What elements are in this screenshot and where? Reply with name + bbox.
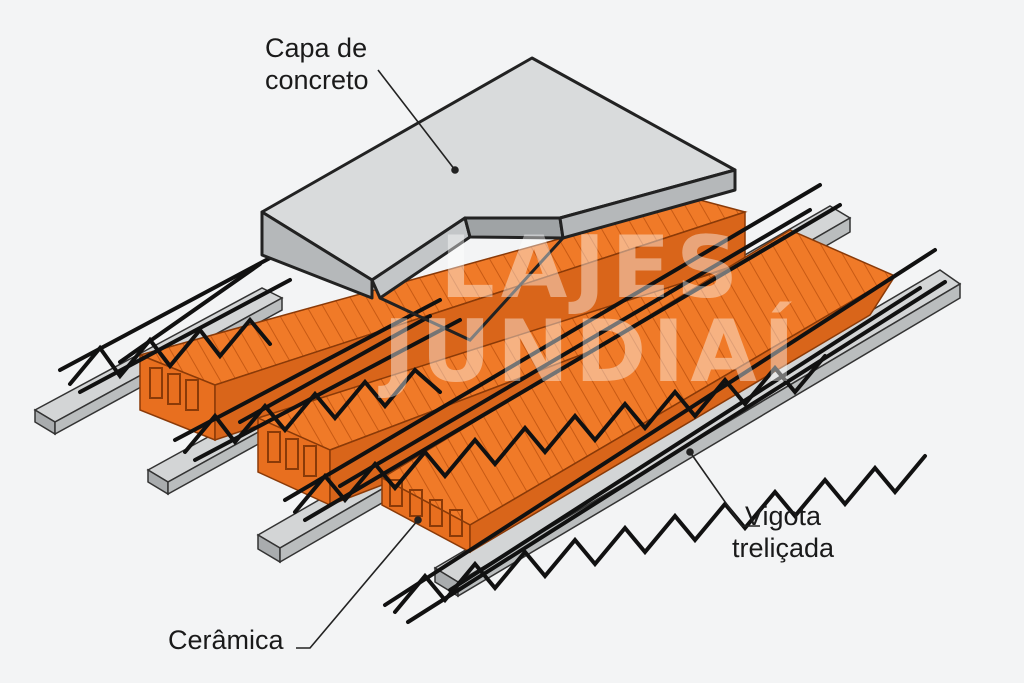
label-ceramica: Cerâmica [168,624,284,656]
leader-lines [296,69,760,649]
concrete-topping-slab [260,56,737,342]
label-ceramica-text: Cerâmica [168,625,284,655]
label-capa-line-2: concreto [265,65,369,95]
truss-3 [283,183,842,522]
leader-ceramica [296,519,419,649]
leader-vigota [689,451,760,527]
label-vigota-trelicada: Vigota treliçada [732,500,834,564]
label-vigota-line-2: treliçada [732,533,835,563]
truss-lattice [58,183,947,624]
truss-1 [58,256,292,394]
label-vigota-line-1: Vigota [744,501,822,531]
truss-4 [383,248,947,624]
label-capa-de-concreto: Capa de concreto [265,32,369,96]
ceramic-row-1 [137,199,748,442]
leader-capa [377,69,456,171]
label-capa-line-1: Capa de [265,33,368,63]
truss-2 [173,298,462,462]
